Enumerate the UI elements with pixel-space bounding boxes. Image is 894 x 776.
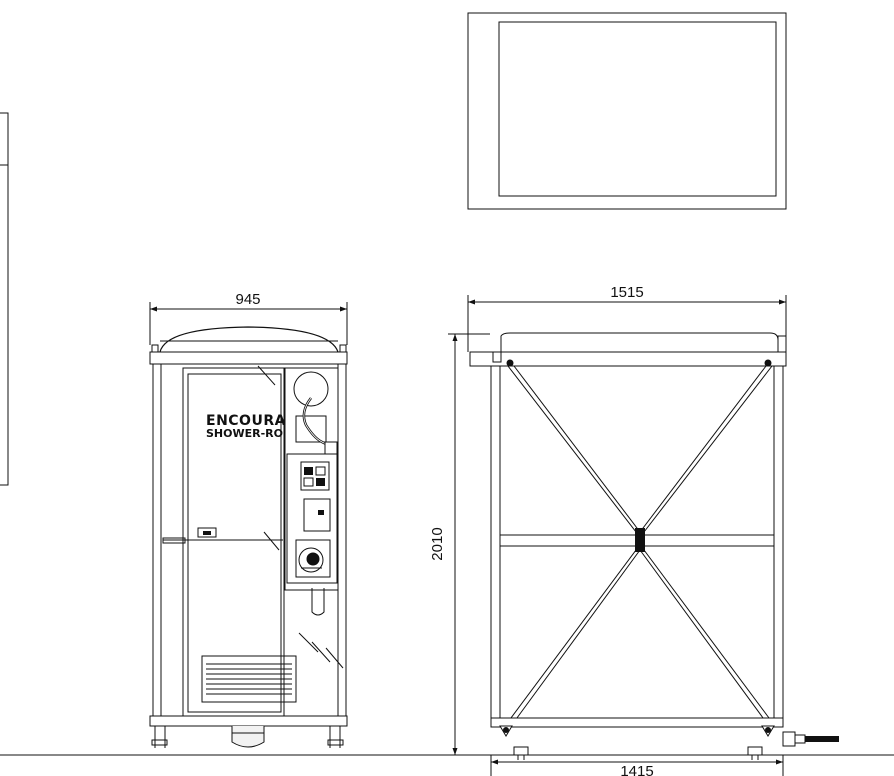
- front-view: 945: [149, 291, 348, 748]
- front-width-dimension: 945: [149, 291, 348, 345]
- brand-line-2: SHOWER-RO: [206, 427, 283, 440]
- side-width-bottom-label: 1415: [620, 763, 653, 776]
- front-door: [162, 365, 297, 717]
- top-view: [467, 12, 787, 210]
- control-panel: [284, 367, 339, 616]
- cross-bracing: [506, 359, 773, 723]
- height-dimension: 2010: [429, 333, 500, 756]
- side-width-top-label: 1515: [610, 284, 643, 301]
- height-label: 2010: [429, 527, 446, 560]
- side-width-bottom-dimension: 1415: [490, 755, 784, 776]
- side-view: 1515 2010: [429, 284, 839, 776]
- left-partial-frame: [0, 112, 9, 486]
- brand-line-1: ENCOURA: [206, 413, 286, 429]
- pipe-connector: [782, 731, 839, 747]
- vent-grille: [201, 655, 297, 703]
- front-width-label: 945: [235, 291, 260, 308]
- side-width-top-dimension: 1515: [467, 284, 787, 352]
